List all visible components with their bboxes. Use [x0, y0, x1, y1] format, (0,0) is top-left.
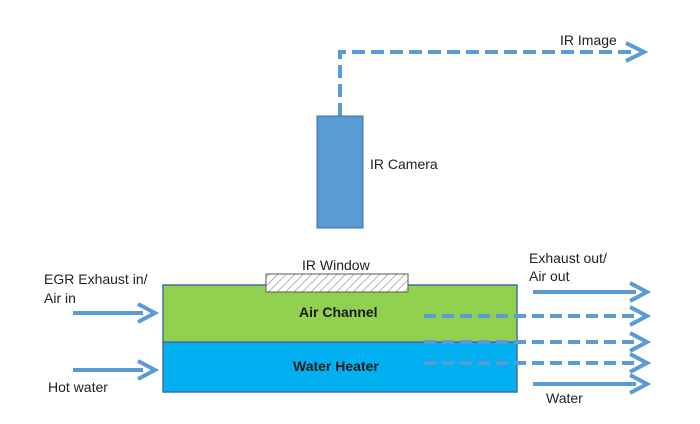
- water-heater-label: Water Heater: [293, 358, 379, 374]
- air-channel-dashed-arrow: [424, 305, 652, 327]
- ir-image-arrowhead: [625, 41, 649, 63]
- water-outlet-arrow: [533, 373, 652, 395]
- ir-camera-label: IR Camera: [370, 156, 438, 172]
- water-heater-dashed-arrow: [424, 352, 652, 374]
- air-channel-label: Air Channel: [299, 304, 378, 320]
- ir-camera-body: [316, 115, 364, 229]
- egr-inlet-arrow: [73, 302, 160, 324]
- exhaust-outlet-label-line2: Air out: [529, 268, 570, 284]
- channel-interface-dashed-arrow: [424, 331, 652, 353]
- ir-window-label: IR Window: [302, 257, 370, 273]
- ir-window-block: [265, 273, 409, 293]
- exhaust-outlet-label-line1: Exhaust out/: [529, 250, 607, 266]
- exhaust-outlet-arrow: [533, 281, 652, 303]
- hot-water-inlet-arrow: [73, 359, 160, 381]
- egr-inlet-label-line2: Air in: [44, 290, 76, 306]
- air-channel-block: [162, 284, 518, 343]
- water-outlet-label: Water: [546, 390, 583, 406]
- egr-inlet-label-line1: EGR Exhaust in/: [44, 271, 148, 287]
- ir-image-path: [338, 50, 632, 116]
- hot-water-label: Hot water: [48, 379, 108, 395]
- ir-image-label: IR Image: [560, 32, 617, 48]
